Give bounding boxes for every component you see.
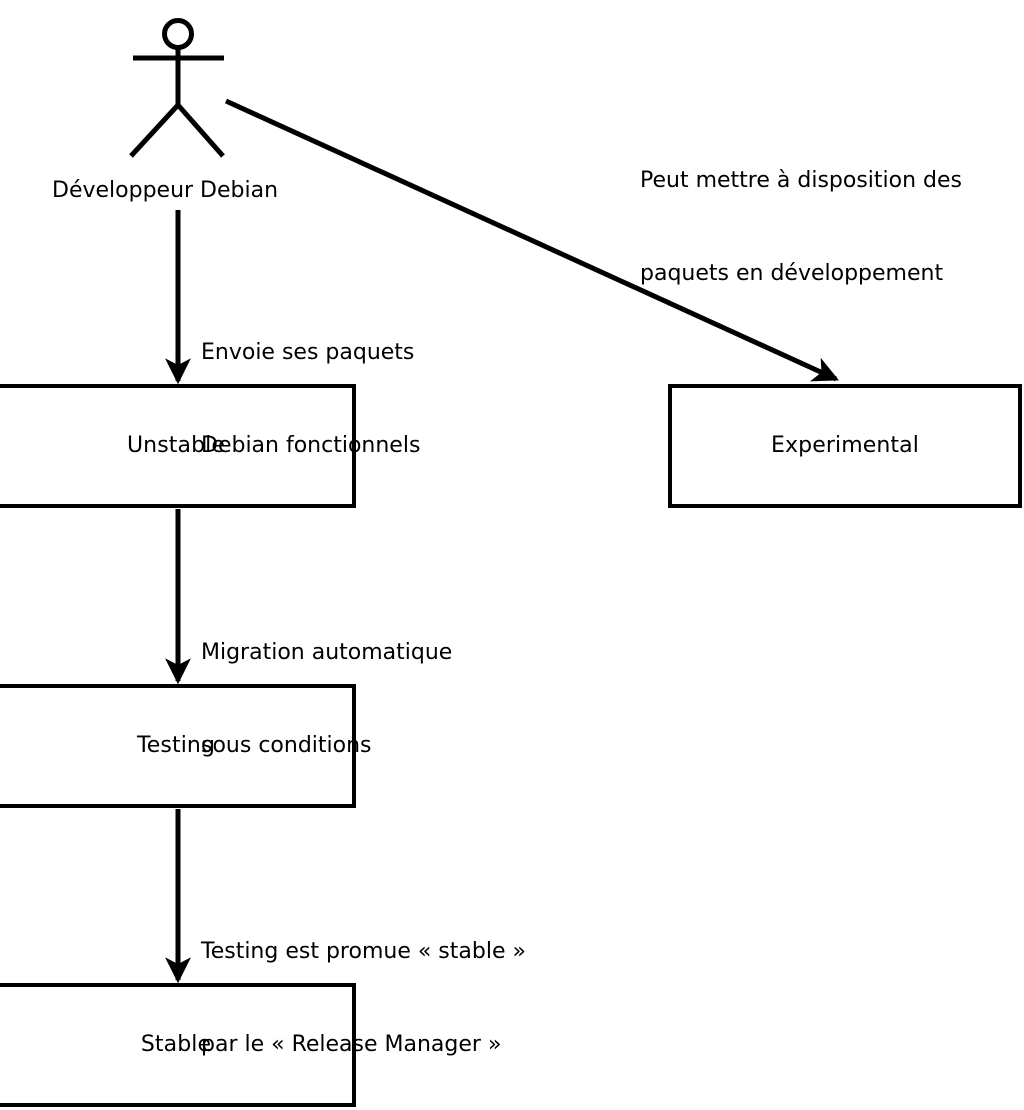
edge-label-actor-to-unstable: Envoie ses paquets Debian fonctionnels xyxy=(201,275,420,523)
stick-figure-actor-icon xyxy=(129,18,225,158)
node-testing[interactable]: Testing xyxy=(0,684,356,808)
edge-label-actor-to-experimental: Peut mettre à disposition des paquets en… xyxy=(640,103,962,351)
edge-label-unstable-to-testing-line1: Migration automatique xyxy=(201,640,453,665)
edge-label-actor-to-experimental-line1: Peut mettre à disposition des xyxy=(640,168,962,193)
node-stable-label: Stable xyxy=(140,1032,212,1057)
actor-head-icon xyxy=(162,18,194,50)
edge-label-testing-to-stable-line1: Testing est promue « stable » xyxy=(201,939,526,964)
node-testing-label: Testing xyxy=(136,733,216,758)
node-unstable[interactable]: Unstable xyxy=(0,384,356,508)
node-experimental-label: Experimental xyxy=(771,433,919,458)
edge-label-actor-to-experimental-line2: paquets en développement xyxy=(640,261,944,286)
edge-actor-to-experimental xyxy=(224,98,839,382)
node-stable[interactable]: Stable xyxy=(0,983,356,1107)
actor-caption-developpeur-debian: Développeur Debian xyxy=(52,178,279,203)
edge-label-actor-to-unstable-line1: Envoie ses paquets xyxy=(201,340,415,365)
edge-label-testing-to-stable: Testing est promue « stable » par le « R… xyxy=(201,874,526,1110)
actor-left-leg-line xyxy=(129,103,180,158)
edge-label-unstable-to-testing: Migration automatique sous conditions xyxy=(201,575,452,823)
node-unstable-label: Unstable xyxy=(126,433,226,458)
node-experimental[interactable]: Experimental xyxy=(668,384,1022,508)
actor-right-leg-line xyxy=(176,103,225,158)
edge-label-testing-to-stable-line2: par le « Release Manager » xyxy=(201,1032,502,1057)
edge-label-actor-to-unstable-line2: Debian fonctionnels xyxy=(201,433,421,458)
edge-label-unstable-to-testing-line2: sous conditions xyxy=(201,733,372,758)
